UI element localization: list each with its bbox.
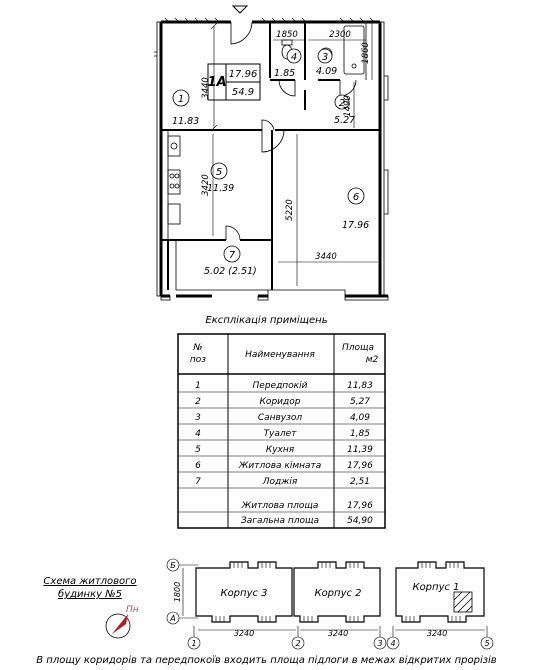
header-area-line2: м2: [366, 355, 379, 365]
row-area: 11,83: [347, 381, 373, 391]
axis-letter-a: А: [169, 614, 175, 623]
dim-span-3: 3240: [427, 629, 447, 638]
building-hatches: [215, 562, 461, 622]
total-overall-label: Загальна площа: [241, 516, 319, 526]
room-6-number: 6: [353, 192, 359, 203]
unit-label-box: [207, 63, 261, 101]
row-name: Житлова кімната: [238, 461, 322, 471]
windows: [154, 51, 389, 296]
row-name: Передпокій: [253, 381, 308, 391]
floor-plan: 1А 17.96 54.9 1 2 3 4 5 6 7 11.83 5.27 4…: [154, 5, 389, 301]
scheme-title: Схема житлового будинку №5: [40, 575, 140, 601]
dim-bath-width: 2300: [329, 30, 351, 40]
axis-num-2: 2: [295, 639, 300, 648]
dim-height: 1800: [173, 582, 182, 602]
row-area: 5,27: [350, 397, 370, 407]
room-3-area: 4.09: [316, 66, 337, 77]
row-num: 3: [195, 413, 201, 423]
building-outlines: [195, 561, 485, 623]
dim-room1-height: 3440: [201, 77, 211, 99]
row-num: 4: [195, 429, 201, 439]
row-area: 2,51: [350, 477, 370, 487]
unit-label: 1А: [207, 75, 226, 90]
row-area: 11,39: [347, 445, 373, 455]
highlighted-apartment: [453, 591, 473, 613]
row-area: 1,85: [350, 429, 370, 439]
header-name: Найменування: [245, 350, 315, 360]
axis-letter-b: Б: [170, 561, 176, 570]
unit-total-area: 54.9: [232, 87, 254, 98]
building-1-label: Корпус 1: [412, 582, 459, 593]
dim-corridor-height: 1490: [343, 95, 353, 117]
table-title: Експлікація приміщень: [205, 315, 328, 326]
row-num: 2: [195, 397, 201, 407]
stove-icon: [167, 169, 181, 195]
dim-kitchen-height: 3420: [201, 174, 211, 196]
room-2-area: 5.27: [334, 115, 355, 126]
row-name: Санвузол: [258, 413, 303, 423]
footnote: В площу коридорів та передпокоїв входить…: [36, 655, 497, 666]
dim-toilet-width: 1850: [276, 30, 298, 40]
dim-room6-height: 5220: [285, 199, 295, 221]
room-circles: [172, 48, 365, 263]
row-area: 4,09: [350, 413, 370, 423]
row-name: Коридор: [260, 397, 301, 407]
room-7-number: 7: [229, 250, 236, 261]
axis-num-1: 1: [191, 639, 196, 648]
row-area: 17,96: [347, 461, 373, 471]
scheme-axes: [166, 558, 494, 650]
header-num-line1: №: [192, 343, 202, 353]
scheme-title-line1: Схема житлового: [43, 576, 137, 587]
row-name: Кухня: [266, 445, 295, 455]
row-name: Туалет: [264, 429, 298, 439]
row-num: 5: [195, 445, 201, 455]
unit-living-area: 17.96: [229, 69, 258, 80]
total-overall-area: 54,90: [347, 516, 373, 526]
north-label: Пн: [126, 605, 139, 615]
room-4-number: 4: [291, 52, 297, 63]
axis-num-4: 4: [390, 639, 395, 648]
room-1-area: 11.83: [172, 116, 199, 127]
axis-num-3: 3: [377, 639, 382, 648]
dim-span-1: 3240: [234, 629, 254, 638]
dim-bath-height: 1860: [361, 42, 371, 64]
dim-room6-width: 3440: [315, 252, 337, 262]
room-6-area: 17.96: [342, 220, 369, 231]
building-3-label: Корпус 3: [220, 588, 267, 599]
total-living-label: Житлова площа: [241, 501, 319, 511]
north-arrow-icon: [105, 613, 131, 639]
room-3-number: 3: [322, 52, 328, 63]
room-7-area: 5.02 (2.51): [204, 266, 257, 277]
wall-hatch: [156, 17, 389, 301]
dimension-lines: [210, 22, 378, 286]
row-num: 1: [195, 381, 201, 391]
room-5-number: 5: [216, 167, 222, 178]
room-5-area: 11.39: [207, 183, 234, 194]
row-name: Лоджія: [262, 477, 298, 487]
room-1-number: 1: [178, 94, 184, 105]
dim-span-2: 3240: [328, 629, 348, 638]
doors: [225, 21, 357, 241]
header-area-line1: Площа: [342, 343, 374, 353]
building-2-label: Корпус 2: [314, 588, 361, 599]
total-living-area: 17,96: [347, 501, 373, 511]
room-2-number: 2: [339, 98, 345, 109]
room-4-area: 1.85: [274, 68, 295, 79]
scheme-title-line2: будинку №5: [58, 589, 122, 600]
inner-walls: [161, 22, 380, 290]
row-num: 7: [195, 477, 201, 487]
row-num: 6: [195, 461, 201, 471]
header-num-line2: поз: [190, 355, 206, 365]
axis-num-5: 5: [484, 639, 489, 648]
entrance-marker: [231, 5, 249, 14]
